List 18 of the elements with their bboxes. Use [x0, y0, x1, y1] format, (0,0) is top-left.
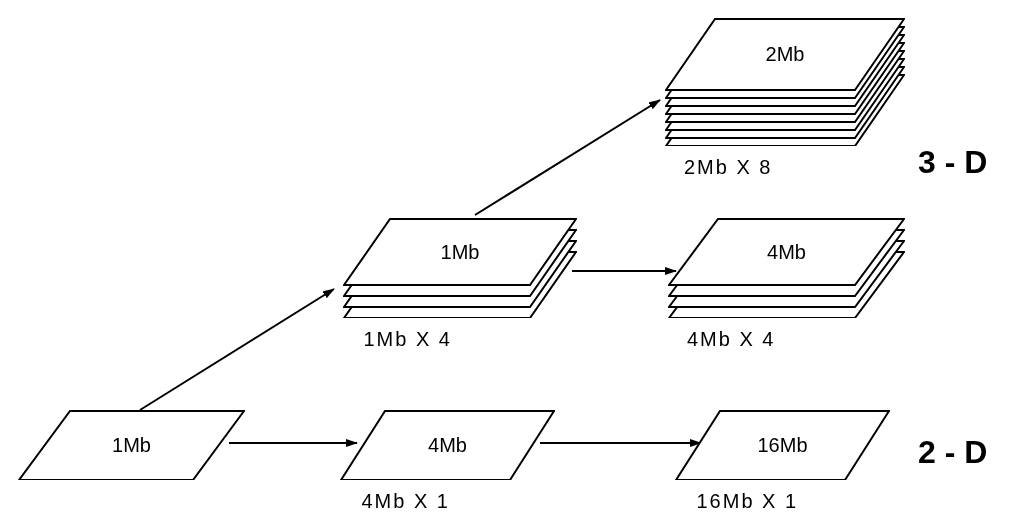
- layer-label: 16Mb: [757, 433, 808, 458]
- layer-label: 4Mb: [428, 433, 467, 458]
- layer-caption: 1Mb X 4: [363, 327, 452, 352]
- layer-caption: 4Mb X 1: [361, 489, 450, 514]
- layer-caption: 4Mb X 4: [687, 327, 776, 352]
- layer-label: 1Mb: [440, 239, 480, 265]
- layer-label: 4Mb: [767, 239, 806, 265]
- arrow: [139, 288, 335, 411]
- arrow: [571, 267, 677, 275]
- arrow: [228, 439, 358, 447]
- parallelogram-layer: [18, 410, 245, 480]
- layer-label: 2Mb: [765, 42, 805, 67]
- dimension-label: 3 - D: [918, 143, 988, 182]
- layer-label: 1Mb: [112, 433, 151, 458]
- arrow: [474, 99, 661, 216]
- dimension-label: 2 - D: [918, 433, 988, 472]
- layer-caption: 2Mb X 8: [684, 155, 773, 180]
- layer-caption: 16Mb X 1: [696, 489, 799, 514]
